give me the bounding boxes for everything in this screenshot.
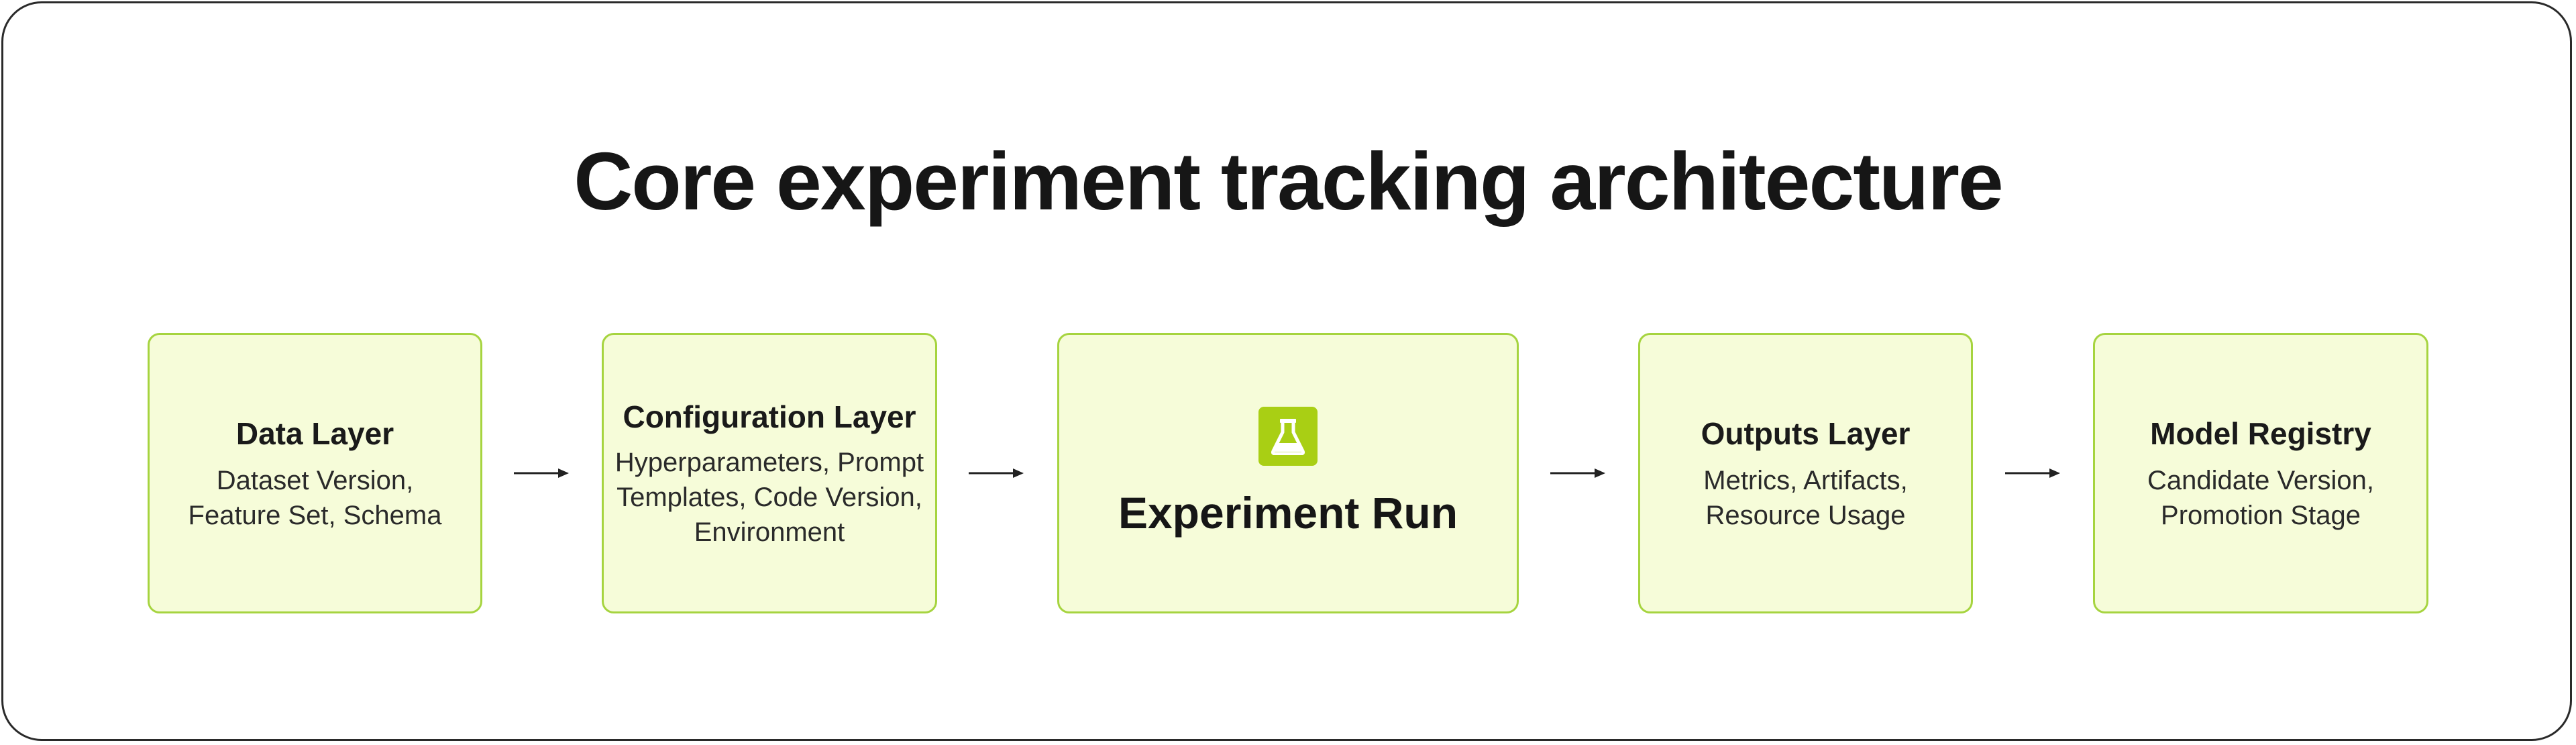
- diagram-title: Core experiment tracking architecture: [574, 136, 2004, 227]
- arrow-right-icon: [1550, 468, 1605, 478]
- node-title: Model Registry: [2150, 416, 2371, 451]
- node-outputs-layer: Outputs Layer Metrics, Artifacts, Resour…: [1638, 333, 1973, 613]
- node-title: Experiment Run: [1118, 488, 1458, 538]
- node-description: Metrics, Artifacts, Resource Usage: [1703, 466, 1908, 530]
- node-data-layer: Data Layer Dataset Version, Feature Set,…: [148, 333, 482, 613]
- node-title: Outputs Layer: [1701, 416, 1911, 451]
- arrow-right-icon: [969, 468, 1024, 478]
- node-title: Data Layer: [235, 416, 394, 451]
- node-experiment-run: Experiment Run: [1057, 333, 1519, 613]
- flask-icon: [1271, 419, 1305, 455]
- node-model-registry: Model Registry Candidate Version, Promot…: [2093, 333, 2428, 613]
- node-description: Candidate Version, Promotion Stage: [2147, 466, 2374, 530]
- node-title: Configuration Layer: [623, 399, 916, 434]
- node-description: Hyperparameters, Prompt Templates, Code …: [614, 448, 924, 547]
- flask-icon-badge: [1258, 407, 1318, 466]
- arrow-right-icon: [2005, 468, 2060, 478]
- arrow-right-icon: [514, 468, 569, 478]
- node-description: Dataset Version, Feature Set, Schema: [188, 466, 442, 530]
- node-configuration-layer: Configuration Layer Hyperparameters, Pro…: [602, 333, 937, 613]
